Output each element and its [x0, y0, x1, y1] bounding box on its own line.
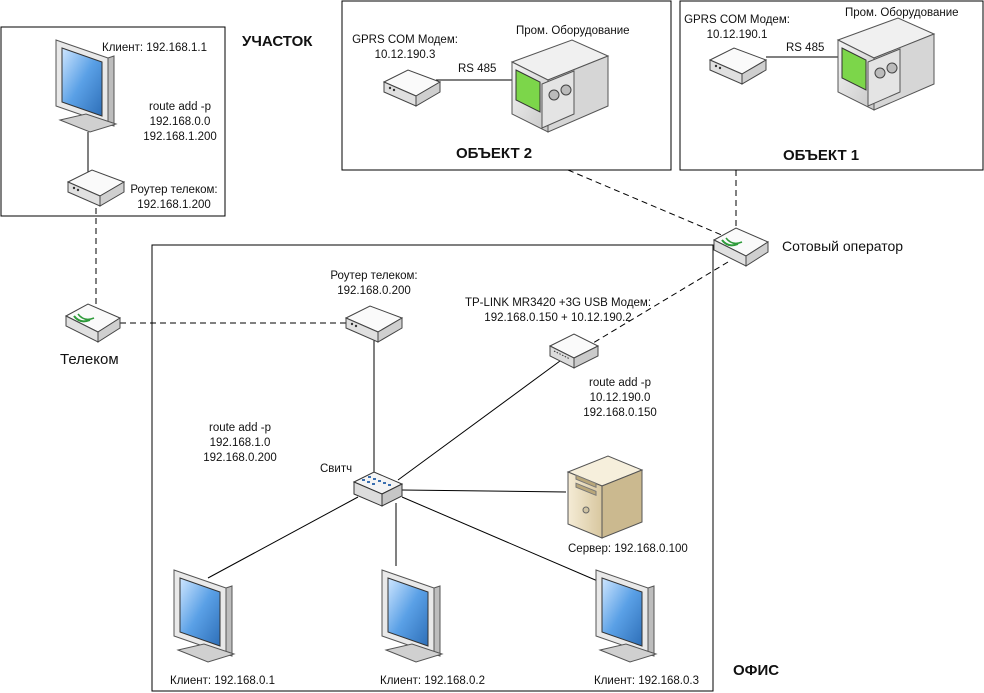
switch-icon — [352, 471, 404, 507]
equipment-icon-object2 — [510, 39, 610, 133]
object1-rs485-label: RS 485 — [786, 42, 825, 54]
uchastok-router-label: Роутер телеком:192.168.1.200 — [130, 184, 218, 211]
cellular-hub-icon — [712, 227, 770, 267]
link-switch-client3 — [401, 496, 601, 583]
router-icon-uchastok — [66, 169, 126, 207]
zone-uchastok-box — [0, 26, 226, 217]
monitor-icon-client2 — [381, 569, 444, 663]
zone-title-office: ОФИС — [733, 662, 780, 679]
telecom-label: Телеком — [60, 351, 119, 368]
client1-label: Клиент: 192.168.0.1 — [170, 675, 275, 687]
modem-icon-object2 — [382, 69, 442, 107]
object1-equipment-label: Пром. Оборудование — [845, 7, 959, 19]
tplink-modem-icon — [548, 333, 600, 369]
server-icon — [566, 455, 644, 539]
client3-label: Клиент: 192.168.0.3 — [594, 675, 699, 687]
solid-links — [87, 56, 842, 583]
monitor-icon-client1 — [173, 569, 236, 663]
link-obj2-cellular — [567, 169, 725, 237]
object2-rs485-label: RS 485 — [458, 63, 497, 75]
link-switch-server — [401, 489, 567, 493]
link-switch-client1 — [207, 496, 359, 579]
switch-label: Свитч — [320, 463, 353, 475]
zone-office-box — [151, 244, 714, 692]
zone-title-uchastok: УЧАСТОК — [242, 33, 313, 50]
zone-object1-box — [679, 0, 984, 171]
zone-object2-box — [341, 0, 672, 171]
object2-modem-label: GPRS COM Модем:10.12.190.3 — [352, 34, 458, 61]
link-cellular-tplink — [587, 261, 729, 347]
zone-title-object2: ОБЪЕКТ 2 — [456, 145, 533, 162]
router-icon-office — [344, 305, 404, 343]
object2-equipment-label: Пром. Оборудование — [516, 25, 630, 37]
zone-title-object1: ОБЪЕКТ 1 — [783, 147, 860, 164]
monitor-icon-client3 — [595, 569, 658, 663]
tplink-label: TP-LINK MR3420 +3G USB Модем:192.168.0.1… — [464, 297, 652, 324]
uchastok-client-label: Клиент: 192.168.1.1 — [102, 42, 207, 54]
cellular-operator-label: Сотовый оператор — [782, 238, 904, 254]
dashed-links — [95, 169, 737, 347]
telecom-hub-icon — [64, 303, 122, 343]
link-tplink-switch — [397, 360, 561, 481]
monitor-icon-uchastok — [55, 39, 118, 133]
object1-modem-label: GPRS COM Модем:10.12.190.1 — [684, 14, 790, 41]
equipment-icon-object1 — [836, 17, 936, 111]
modem-icon-object1 — [708, 47, 768, 85]
server-label: Сервер: 192.168.0.100 — [568, 543, 688, 555]
client2-label: Клиент: 192.168.0.2 — [380, 675, 485, 687]
office-router-label: Роутер телеком:192.168.0.200 — [330, 270, 418, 297]
